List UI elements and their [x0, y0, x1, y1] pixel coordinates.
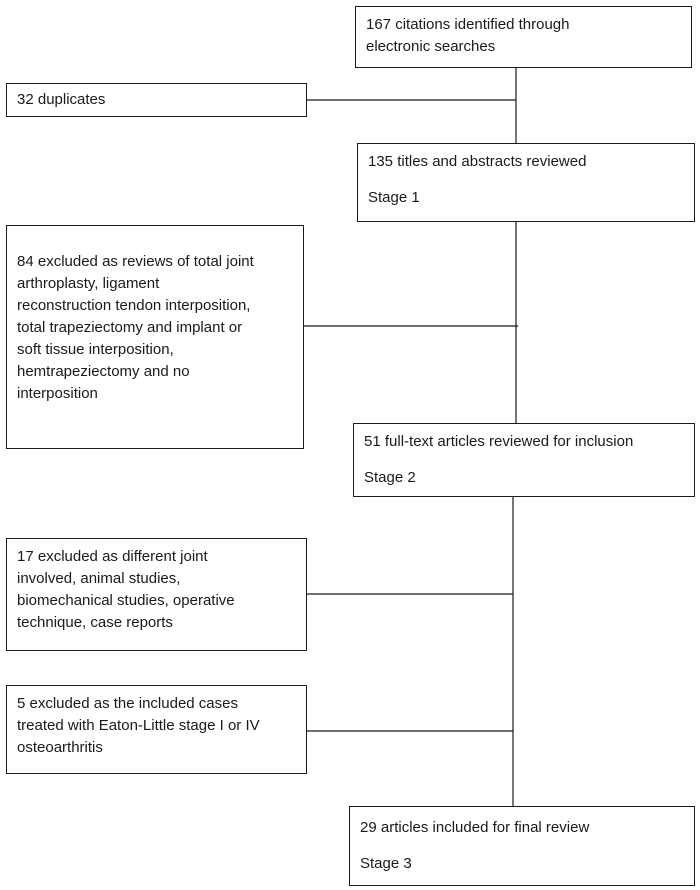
included-text: 29 articles included for final review: [360, 819, 590, 836]
excluded-stage-line: treated with Eaton-Little stage I or IV: [17, 717, 260, 734]
screened-box: 135 titles and abstracts reviewed Stage …: [357, 143, 695, 222]
excluded-reviews-line: hemtrapeziectomy and no: [17, 363, 190, 380]
excluded-stage-line: 5 excluded as the included cases: [17, 695, 238, 712]
fulltext-box: 51 full-text articles reviewed for inclu…: [353, 423, 695, 497]
identified-line: 167 citations identified through: [366, 16, 570, 33]
identified-line: electronic searches: [366, 38, 496, 55]
stage-3-label: Stage 3: [360, 855, 412, 872]
excluded-other-line: technique, case reports: [17, 614, 173, 631]
excluded-reviews-line: arthroplasty, ligament: [17, 275, 160, 292]
excluded-reviews-box: 84 excluded as reviews of total joint ar…: [6, 225, 304, 449]
included-box: 29 articles included for final review St…: [349, 806, 695, 886]
duplicates-text: 32 duplicates: [17, 91, 106, 108]
excluded-reviews-line: 84 excluded as reviews of total joint: [17, 253, 254, 270]
duplicates-box: 32 duplicates: [6, 83, 307, 117]
excluded-reviews-line: reconstruction tendon interposition,: [17, 297, 251, 314]
fulltext-text: 51 full-text articles reviewed for inclu…: [364, 433, 634, 450]
excluded-other-line: biomechanical studies, operative: [17, 592, 235, 609]
stage-1-label: Stage 1: [368, 189, 420, 206]
excluded-other-line: involved, animal studies,: [17, 570, 181, 587]
stage-2-label: Stage 2: [364, 469, 416, 486]
identified-box: 167 citations identified through electro…: [355, 6, 692, 68]
excluded-other-box: 17 excluded as different joint involved,…: [6, 538, 307, 651]
excluded-reviews-line: total trapeziectomy and implant or: [17, 319, 243, 336]
screened-text: 135 titles and abstracts reviewed: [368, 153, 587, 170]
excluded-stage-box: 5 excluded as the included cases treated…: [6, 685, 307, 774]
excluded-stage-line: osteoarthritis: [17, 739, 103, 756]
excluded-reviews-line: interposition: [17, 385, 98, 402]
excluded-other-line: 17 excluded as different joint: [17, 548, 208, 565]
excluded-reviews-line: soft tissue interposition,: [17, 341, 174, 358]
